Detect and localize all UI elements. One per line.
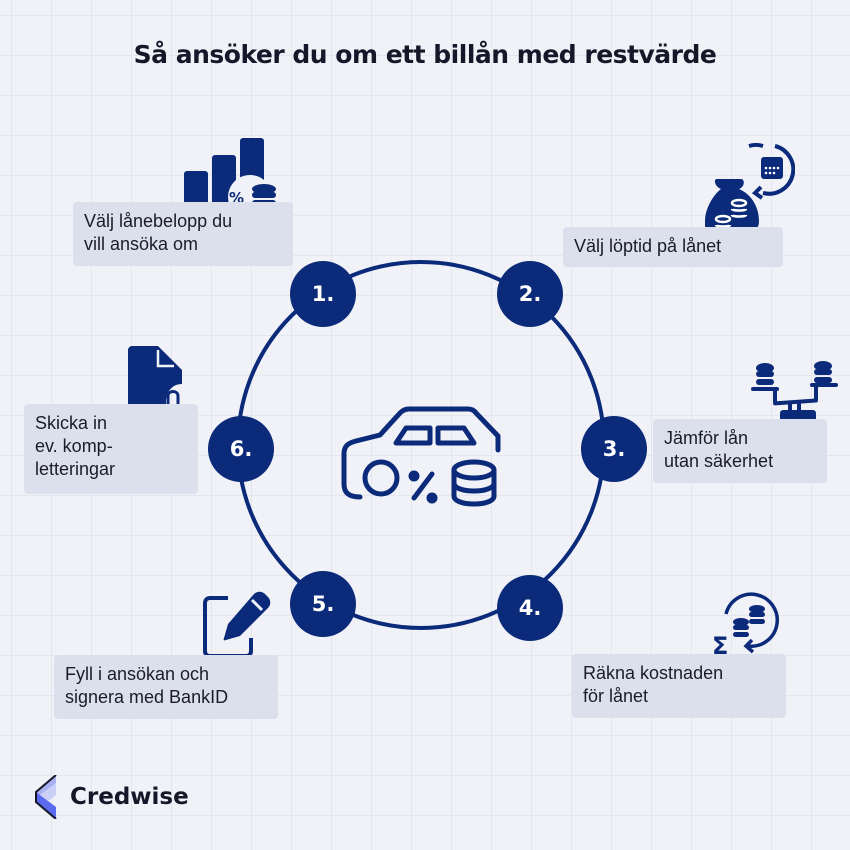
step-label-6-line-2: ev. komp- <box>35 436 113 456</box>
svg-text:Σ: Σ <box>712 632 728 656</box>
money-bag-calendar-icon <box>705 143 795 233</box>
car-percent-coins-icon <box>341 406 501 507</box>
step-number-2: 2. <box>497 261 563 327</box>
step-label-5: Fyll i ansökan och signera med BankID <box>54 655 278 719</box>
edit-pen-icon <box>203 591 271 658</box>
step-label-5-line-2: signera med BankID <box>65 687 229 707</box>
credwise-logo-icon <box>35 775 57 819</box>
sigma-coins-cycle-icon: Σ <box>712 592 779 656</box>
step-label-2-line-1: Välj löptid på lånet <box>574 236 722 256</box>
step-label-5-line-1: Fyll i ansökan och <box>65 664 210 684</box>
step-number-1: 1. <box>290 261 356 327</box>
step-label-3-line-1: Jämför lån <box>664 428 749 448</box>
step-label-3: Jämför lån utan säkerhet <box>653 419 827 483</box>
step-number-4: 4. <box>497 575 563 641</box>
step-label-4-line-2: för lånet <box>583 686 649 706</box>
step-number-5: 5. <box>290 571 356 637</box>
step-label-1-line-2: vill ansöka om <box>84 234 199 254</box>
step-number-6: 6. <box>208 416 274 482</box>
bar-chart-percent-coins-icon: % <box>184 138 276 209</box>
step-label-6-line-3: letteringar <box>35 459 116 479</box>
step-label-2: Välj löptid på lånet <box>563 227 783 267</box>
brand: Credwise <box>34 775 189 819</box>
brand-name: Credwise <box>70 784 189 810</box>
step-label-1-line-1: Välj lånebelopp du <box>84 211 233 231</box>
step-label-4: Räkna kostnaden för lånet <box>572 654 786 718</box>
page-title: Så ansöker du om ett billån med restvärd… <box>133 40 717 69</box>
step-label-3-line-2: utan säkerhet <box>664 451 774 471</box>
step-number-3: 3. <box>581 416 647 482</box>
step-label-6: Skicka in ev. komp- letteringar <box>24 404 198 494</box>
step-label-1: Välj lånebelopp du vill ansöka om <box>73 202 293 266</box>
step-label-4-line-1: Räkna kostnaden <box>583 663 724 683</box>
step-label-6-line-1: Skicka in <box>35 413 108 433</box>
